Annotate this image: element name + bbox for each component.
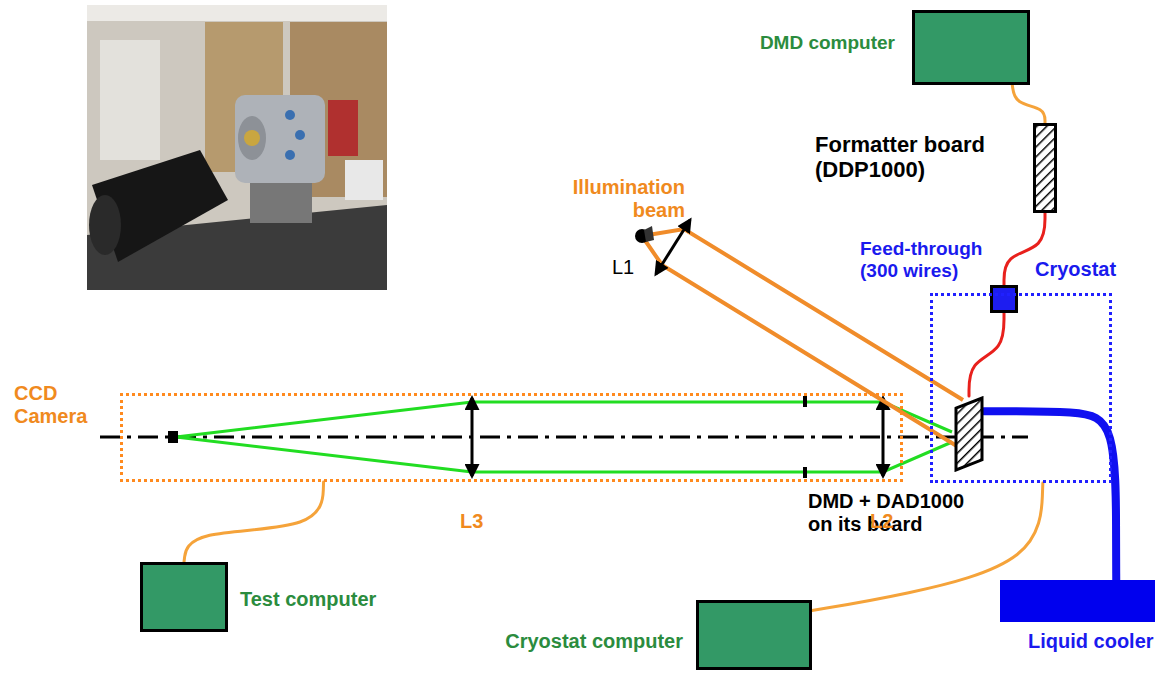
lens-label: L1 bbox=[612, 256, 646, 279]
aperture-stop bbox=[803, 467, 807, 478]
computer-box: Cryostat computer bbox=[696, 600, 812, 670]
feed-through-label: Feed-through (300 wires) bbox=[860, 238, 1000, 282]
lamp-symbol bbox=[644, 226, 654, 242]
cable bbox=[1012, 85, 1045, 123]
dmd-outline bbox=[956, 398, 982, 470]
photo-box bbox=[345, 160, 383, 200]
aperture-stop bbox=[803, 396, 807, 407]
coolant-pipe bbox=[984, 411, 1116, 580]
computer-label: Cryostat computer bbox=[463, 630, 683, 653]
dmd-chip: DMD + DAD1000 on its board bbox=[954, 396, 984, 472]
wire-bundle bbox=[969, 313, 1004, 396]
lens-label: L3 bbox=[460, 510, 494, 533]
dmd-label: DMD + DAD1000 on its board bbox=[808, 490, 986, 536]
shape-outline bbox=[1036, 126, 1054, 210]
liquid-cooler: Liquid cooler bbox=[1000, 580, 1155, 622]
feed-through: Feed-through (300 wires) bbox=[990, 285, 1018, 313]
photo-wall bbox=[87, 5, 387, 290]
lens-label: L2 bbox=[870, 510, 904, 533]
formatter-board: Formatter board (DDP1000) bbox=[1033, 123, 1057, 213]
photo-knob bbox=[285, 150, 295, 160]
axis-line bbox=[100, 436, 1028, 439]
camera-label: CCD Camera bbox=[14, 382, 102, 428]
beam-ray bbox=[176, 437, 952, 472]
photo-stand bbox=[250, 183, 312, 223]
photo-board bbox=[328, 100, 358, 156]
optical-axis bbox=[100, 437, 1028, 438]
lens-symbol bbox=[656, 220, 690, 274]
board-label: Formatter board (DDP1000) bbox=[815, 132, 1025, 183]
photo-window bbox=[244, 130, 260, 146]
cable bbox=[184, 482, 324, 562]
optical-bench: CCD Camera bbox=[120, 393, 903, 482]
beam-label: Illumination beam bbox=[565, 176, 685, 222]
shape-outline bbox=[954, 396, 984, 472]
photo-cryostat bbox=[235, 95, 325, 183]
photo-tube-end bbox=[89, 195, 121, 255]
photo-window-flange bbox=[238, 116, 266, 160]
cooler-label: Liquid cooler bbox=[1028, 630, 1166, 653]
photo-ceiling bbox=[87, 5, 387, 21]
hatched-fill bbox=[1036, 126, 1054, 210]
lens-symbol bbox=[882, 398, 885, 476]
computer-label: DMD computer bbox=[735, 32, 895, 54]
photo-knob bbox=[285, 110, 295, 120]
lab-photo bbox=[87, 5, 387, 290]
cryostat-label: Cryostat bbox=[1035, 258, 1145, 281]
cryostat-region: CryostatDMD + DAD1000 on its board bbox=[930, 293, 1112, 483]
computer-label: Test computer bbox=[240, 588, 410, 611]
photo-shelf bbox=[100, 40, 160, 160]
beam-ray bbox=[176, 402, 952, 437]
lens-symbol bbox=[471, 398, 474, 476]
computer-box: Test computer bbox=[140, 562, 228, 632]
computer-box: DMD computer bbox=[912, 10, 1030, 85]
photo-knob bbox=[295, 130, 305, 140]
imaging-beam bbox=[176, 402, 952, 472]
camera-sensor bbox=[168, 431, 178, 443]
